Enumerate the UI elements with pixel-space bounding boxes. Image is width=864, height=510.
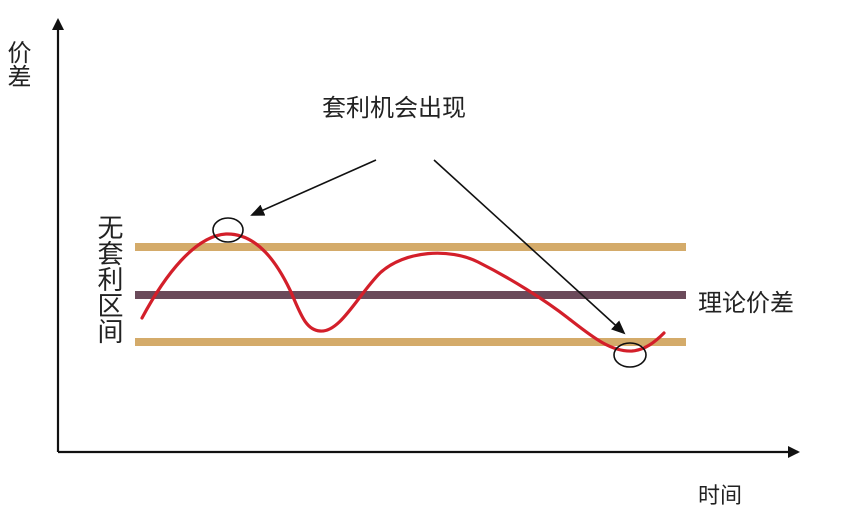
- x-axis-label: 时间: [698, 484, 743, 509]
- spread-curve: [140, 232, 666, 353]
- no-arbitrage-zone-label: 无套利区间: [93, 214, 123, 344]
- arbitrage-opportunity-label: 套利机会出现: [322, 94, 466, 122]
- y-axis-label: 价差: [3, 40, 31, 88]
- opportunity-circle-trough: [613, 342, 647, 368]
- arrow-to-peak: [250, 159, 377, 216]
- theoretical-spread-label: 理论价差: [698, 289, 794, 317]
- opportunity-circle-peak: [212, 217, 244, 243]
- arrow-to-trough: [433, 159, 626, 335]
